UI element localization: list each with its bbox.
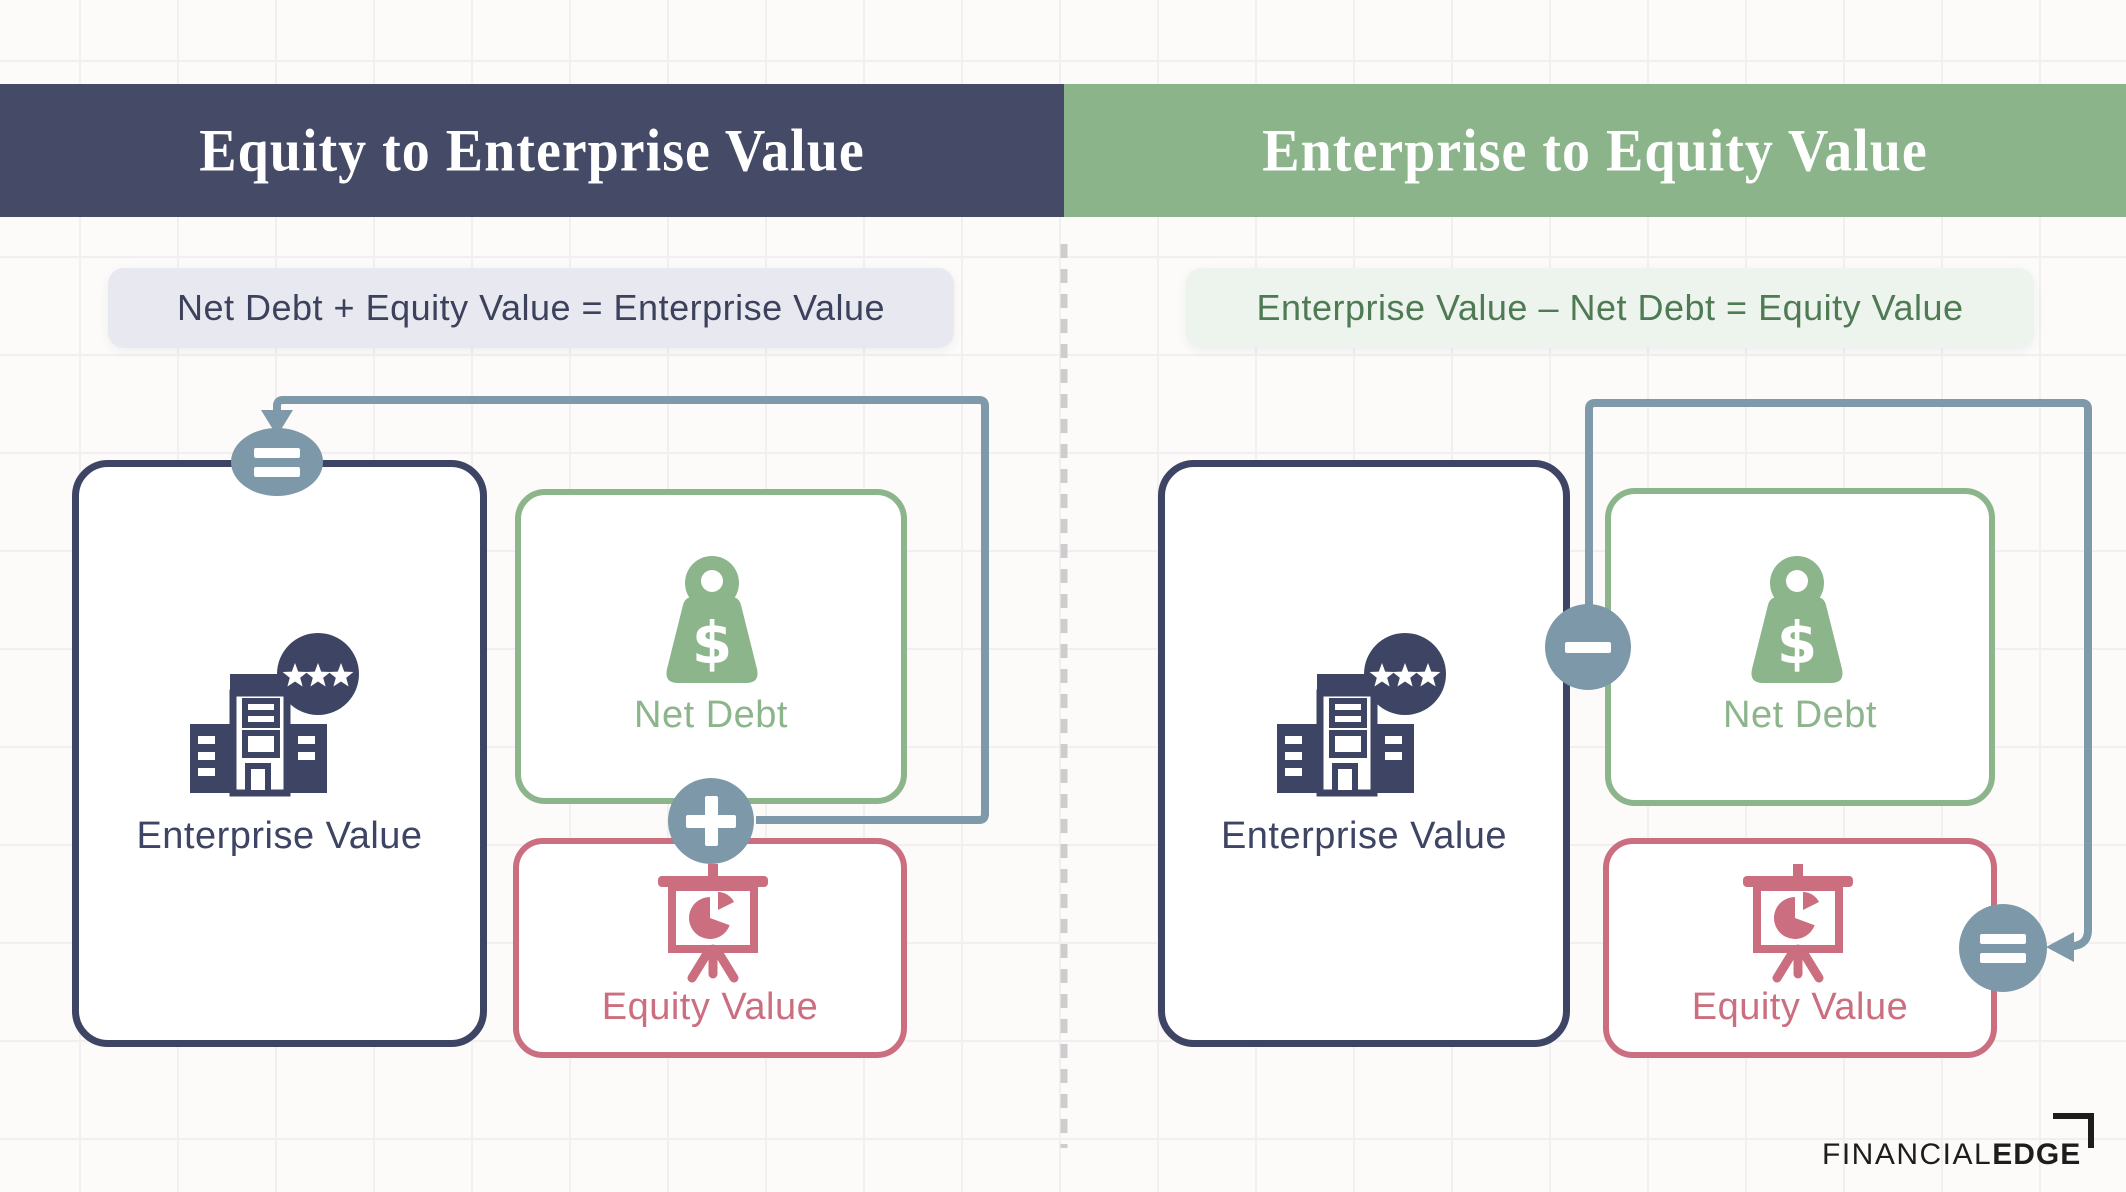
logo-edge-text: EDGE (1992, 1138, 2082, 1171)
three-stars-badge-icon (282, 663, 354, 687)
svg-text:$: $ (692, 609, 732, 677)
equals-icon (1959, 904, 2047, 992)
pie-chart-easel-icon (658, 864, 768, 983)
left-title: Equity to Enterprise Value (199, 117, 865, 184)
right-title: Enterprise to Equity Value (1262, 117, 1928, 184)
right-net-debt-label: Net Debt (1723, 694, 1877, 736)
pie-chart-easel-icon (1743, 864, 1853, 983)
right-formula-pill: Enterprise Value – Net Debt = Equity Val… (1186, 268, 2034, 348)
left-formula-pill: Net Debt + Equity Value = Enterprise Val… (108, 268, 954, 348)
right-equity-value-label: Equity Value (1691, 986, 1909, 1028)
left-formula-text: Net Debt + Equity Value = Enterprise Val… (176, 287, 886, 328)
minus-icon (1545, 604, 1631, 690)
left-net-debt-box (515, 489, 907, 804)
right-connector-line (1585, 399, 2092, 950)
arrow-down-icon (261, 410, 293, 436)
left-connector-line (273, 396, 989, 824)
plus-icon (668, 778, 754, 864)
dollar-weight-icon: $ (666, 556, 758, 683)
right-formula-text: Enterprise Value – Net Debt = Equity Val… (1256, 287, 1964, 328)
three-stars-badge-icon (1369, 663, 1441, 687)
building-icon (1277, 633, 1446, 797)
dollar-weight-icon: $ (1751, 556, 1843, 683)
building-icon (190, 633, 359, 797)
logo-financial-text: FINANCIAL (1822, 1138, 1993, 1171)
left-header: Equity to Enterprise Value (0, 84, 1064, 217)
right-enterprise-value-label: Enterprise Value (1220, 815, 1508, 857)
left-enterprise-value-label: Enterprise Value (136, 815, 423, 857)
left-equity-value-label: Equity Value (601, 986, 819, 1028)
right-header: Enterprise to Equity Value (1064, 84, 2126, 217)
logo-corner-bracket-icon (2053, 1113, 2095, 1148)
left-net-debt-label: Net Debt (634, 694, 788, 736)
equals-icon (231, 428, 323, 496)
arrow-left-icon (2046, 932, 2074, 962)
svg-text:$: $ (1777, 609, 1817, 677)
